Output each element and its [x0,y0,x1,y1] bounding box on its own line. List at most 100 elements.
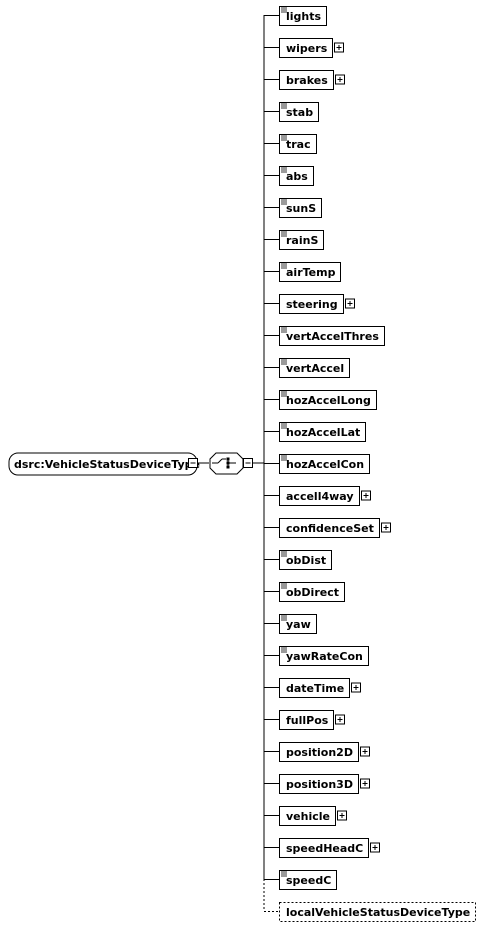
simple-type-icon [281,199,287,205]
element-label: brakes [286,74,328,87]
element-label: hozAccelLat [286,426,360,439]
element-label: yawRateCon [286,650,363,663]
simple-type-icon [281,103,287,109]
element-label: trac [286,138,311,151]
element-box [279,486,360,506]
element-node-fullPos[interactable]: fullPos [264,710,345,730]
element-box [279,6,327,26]
element-node-hozAccelCon[interactable]: hozAccelCon [264,454,370,474]
simple-type-icon [281,7,287,13]
element-box [279,166,314,186]
element-node-position3D[interactable]: position3D [264,774,370,794]
element-box [279,614,317,634]
expand-icon[interactable] [370,842,380,853]
element-label: position2D [286,746,353,759]
element-node-lights[interactable]: lights [264,6,327,26]
element-box [279,422,366,442]
element-node-dateTime[interactable]: dateTime [264,678,361,698]
simple-type-icon [281,391,287,397]
element-node-obDist[interactable]: obDist [264,550,332,570]
expand-icon[interactable] [361,490,371,501]
element-box [279,710,334,730]
element-node-yaw[interactable]: yaw [264,614,317,634]
simple-type-icon [281,423,287,429]
element-box [279,582,345,602]
element-node-position2D[interactable]: position2D [264,742,370,762]
element-node-stab[interactable]: stab [264,102,319,122]
element-node-obDirect[interactable]: obDirect [264,582,345,602]
element-box [279,102,319,122]
expand-icon[interactable] [335,714,345,725]
element-box [279,678,350,698]
element-box [279,550,332,570]
element-label: fullPos [286,714,329,727]
element-label: obDirect [286,586,339,599]
expand-icon[interactable] [381,522,391,533]
simple-type-icon [281,455,287,461]
element-label: airTemp [286,266,336,279]
expand-icon[interactable] [337,810,347,821]
root-collapse-icon[interactable] [188,458,198,468]
expand-icon[interactable] [335,74,345,85]
expand-icon[interactable] [360,746,370,757]
element-label: position3D [286,778,353,791]
element-box [279,902,476,922]
expand-icon[interactable] [351,682,361,693]
element-node-hozAccelLat[interactable]: hozAccelLat [264,422,366,442]
element-label: abs [286,170,308,183]
element-box [279,390,377,410]
element-label: speedHeadC [286,842,363,855]
element-label: steering [286,298,338,311]
element-label: rainS [286,234,318,247]
element-node-yawRateCon[interactable]: yawRateCon [264,646,369,666]
element-box [279,38,333,58]
element-node-vehicle[interactable]: vehicle [264,806,347,826]
element-label: hozAccelLong [286,394,371,407]
element-node-sunS[interactable]: sunS [264,198,322,218]
expand-icon[interactable] [345,298,355,309]
element-box [279,326,385,346]
simple-type-icon [281,871,287,877]
element-node-rainS[interactable]: rainS [264,230,324,250]
element-box [279,806,336,826]
element-box [279,134,317,154]
element-node-steering[interactable]: steering [264,294,355,314]
element-label: yaw [286,618,311,631]
element-box [279,742,359,762]
root-element[interactable]: dsrc:VehicleStatusDeviceType [8,452,200,476]
element-node-abs[interactable]: abs [264,166,314,186]
element-label: lights [286,10,322,23]
sequence-compositor-icon[interactable] [209,452,244,475]
compositor-collapse-icon[interactable] [243,458,253,468]
element-box [279,294,344,314]
simple-type-icon [281,359,287,365]
element-node-airTemp[interactable]: airTemp [264,262,341,282]
element-label: obDist [286,554,326,567]
element-node-hozAccelLong[interactable]: hozAccelLong [264,390,377,410]
element-node-vertAccel[interactable]: vertAccel [264,358,350,378]
element-label: vertAccelThres [286,330,379,343]
element-node-speedHeadC[interactable]: speedHeadC [264,838,380,858]
element-box [279,454,370,474]
element-node-accell4way[interactable]: accell4way [264,486,371,506]
element-node-vertAccelThres[interactable]: vertAccelThres [264,326,385,346]
element-box [279,230,324,250]
element-label: wipers [286,42,328,55]
element-node-brakes[interactable]: brakes [264,70,345,90]
element-box [279,518,380,538]
element-node-trac[interactable]: trac [264,134,317,154]
element-label: confidenceSet [286,522,374,535]
simple-type-icon [281,327,287,333]
simple-type-icon [281,167,287,173]
element-label: localVehicleStatusDeviceType [286,906,470,919]
element-node-confidenceSet[interactable]: confidenceSet [264,518,391,538]
simple-type-icon [281,551,287,557]
element-label: sunS [286,202,316,215]
element-node-speedC[interactable]: speedC [264,870,337,890]
expand-icon[interactable] [334,42,344,53]
element-node-wipers[interactable]: wipers [264,38,344,58]
element-label: accell4way [286,490,354,503]
element-node-localVehicleStatusDeviceType[interactable]: localVehicleStatusDeviceType [264,902,477,922]
expand-icon[interactable] [360,778,370,789]
